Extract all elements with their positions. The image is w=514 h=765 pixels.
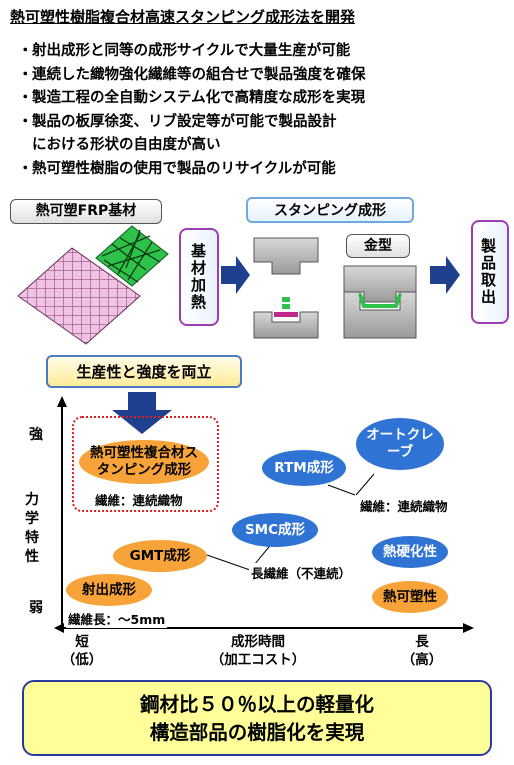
feature-item: ・製品の板厚徐変、リブ設定等が可能で製品設計 — [18, 113, 337, 130]
thermoplastic-ellipse: 熱可塑性 — [372, 581, 448, 613]
arrow-right-icon — [430, 256, 460, 294]
fiber-mat-icon — [95, 225, 169, 287]
y-axis-weak: 弱 — [29, 600, 43, 616]
injection-ellipse: 射出成形 — [66, 574, 152, 606]
x-axis-short: 短（低） — [61, 634, 103, 668]
conclusion-box: 鋼材比５０％以上の軽量化 構造部品の樹脂化を実現 — [22, 680, 492, 756]
heating-step-box: 基材加熱 — [179, 228, 219, 326]
closed-mold-icon — [343, 265, 417, 339]
productivity-strength-label: 生産性と強度を両立 — [46, 355, 242, 388]
long-fiber-note: 長繊維（不連続） — [249, 563, 354, 582]
y-axis-label: 力学特性 — [25, 492, 39, 565]
stamping-label: スタンピング成形 — [246, 197, 414, 223]
thermoset-ellipse: 熱硬化性 — [372, 536, 448, 568]
mold-label: 金型 — [346, 234, 410, 258]
arrow-down-icon — [112, 392, 172, 434]
conclusion-line-2: 構造部品の樹脂化を実現 — [149, 721, 365, 744]
autoclave-ellipse: オートクレーブ — [356, 418, 444, 470]
feature-item: ・熱可塑性樹脂の使用で製品のリサイクルが可能 — [18, 160, 336, 177]
woven-sheet-icon — [17, 247, 141, 345]
new-method-ellipse: 熱可塑性複合材スタンピング成形 — [79, 440, 209, 484]
gmt-ellipse: GMT成形 — [113, 540, 207, 572]
open-mold-icon — [253, 237, 319, 339]
feature-item-continued: における形状の自由度が高い — [32, 137, 221, 153]
rtm-ellipse: RTM成形 — [262, 450, 346, 486]
arrow-right-icon — [221, 256, 250, 294]
feature-item: ・射出成形と同等の成形サイクルで大量生産が可能 — [18, 43, 351, 59]
conclusion-line-1: 鋼材比５０％以上の軽量化 — [139, 693, 374, 716]
fiber-length-note: 繊維長：～5mm — [66, 609, 168, 628]
feature-list: ・射出成形と同等の成形サイクルで大量生産が可能 ・連続した織物強化繊維等の組合せ… — [18, 40, 366, 181]
feature-item: ・製造工程の全自動システム化で高精度な成形を実現 — [18, 90, 366, 106]
smc-ellipse: SMC成形 — [232, 513, 318, 547]
x-axis-label: 成形時間（加工コスト） — [210, 634, 306, 668]
x-axis-long: 長（高） — [401, 634, 443, 668]
new-method-fiber-note: 繊維：連続織物 — [93, 490, 185, 509]
product-removal-box: 製品取出 — [471, 220, 509, 324]
feature-item: ・連続した織物強化繊維等の組合せで製品強度を確保 — [18, 66, 366, 83]
new-method-highlight — [72, 416, 219, 512]
frp-material-label: 熱可塑FRP基材 — [10, 199, 162, 224]
page-title: 熱可塑性樹脂複合材高速スタンピング成形法を開発 — [10, 8, 356, 26]
continuous-fiber-note: 繊維：連続織物 — [358, 496, 450, 515]
y-axis-strong: 強 — [29, 427, 43, 443]
chart-axes — [54, 396, 474, 633]
